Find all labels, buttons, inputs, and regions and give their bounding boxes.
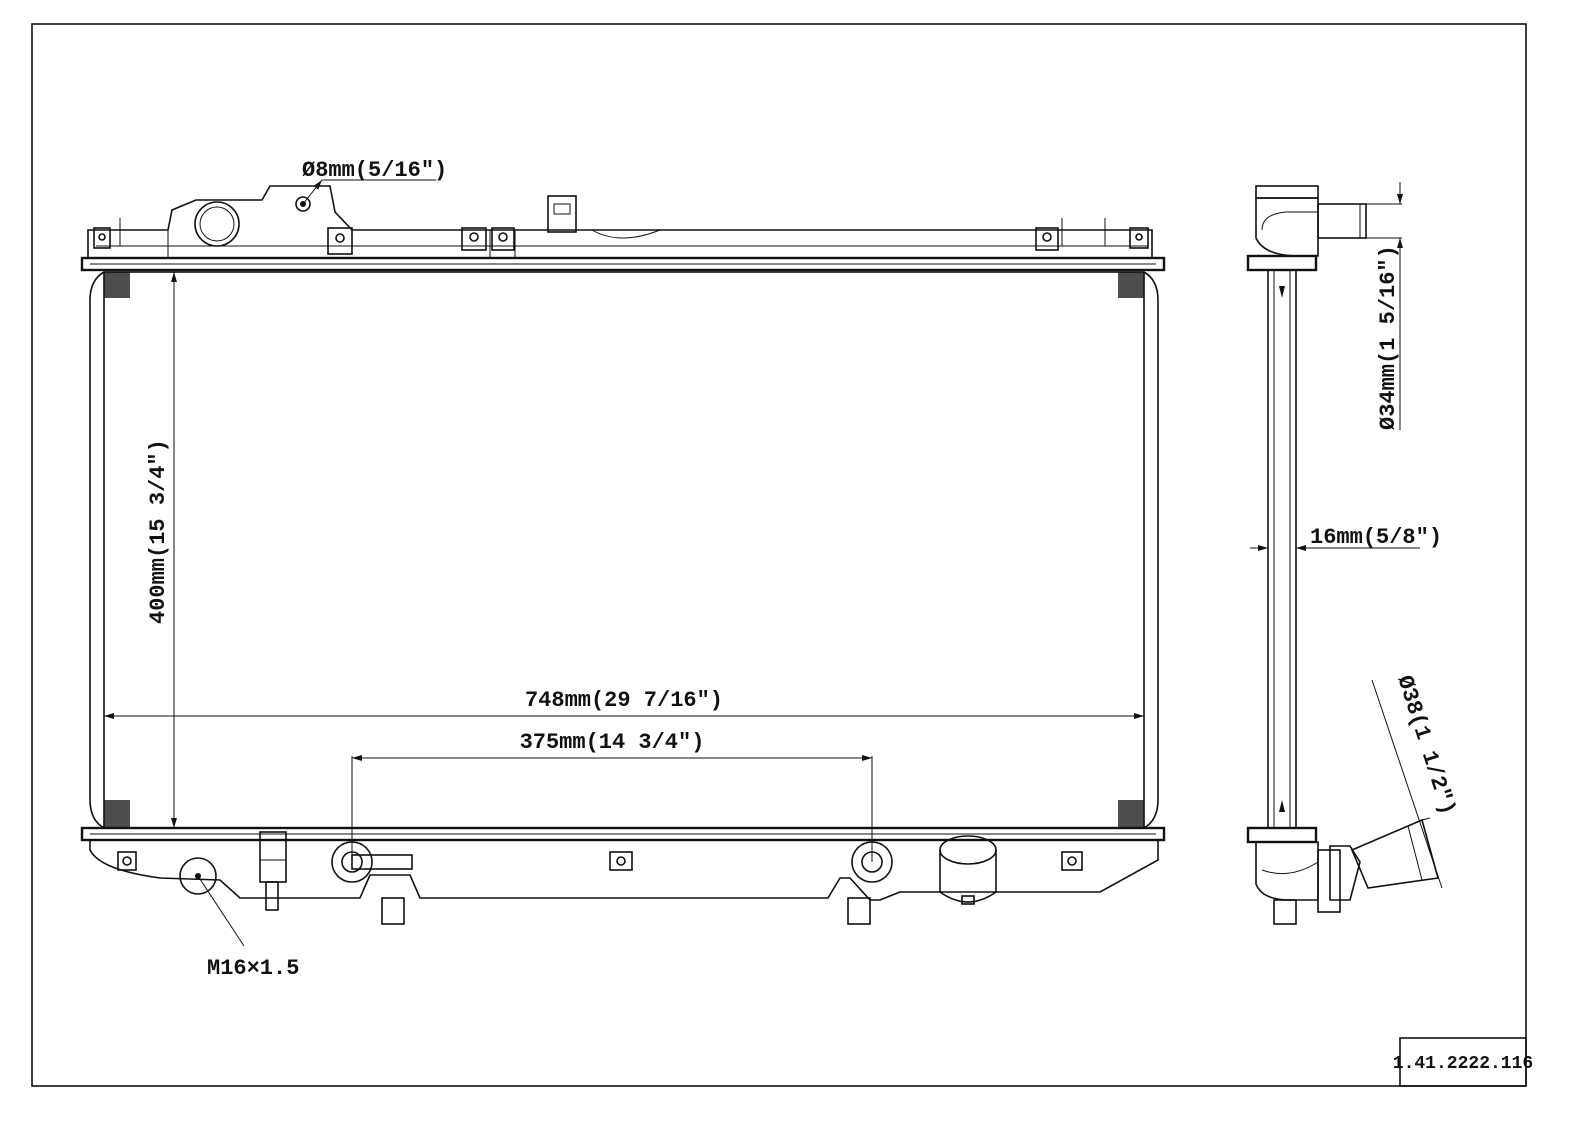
outlet-spout (1350, 818, 1440, 889)
dim-height-label: 400mm(15 3/4") (146, 439, 171, 624)
dim-core-thickness: 16mm(5/8") (1250, 525, 1442, 551)
dim-inlet-diameter: Ø34mm(1 5/16") (1366, 182, 1403, 430)
dim-inlet-diameter-label: Ø34mm(1 5/16") (1376, 245, 1401, 430)
dim-top-fitting-label: Ø8mm(5/16") (302, 158, 447, 183)
top-mount-tabs (93, 227, 1149, 255)
dim-width-label: 748mm(29 7/16") (525, 688, 723, 713)
dim-height: 400mm(15 3/4") (146, 272, 177, 828)
outlet-pipe (939, 835, 997, 905)
top-tank (87, 185, 1153, 259)
dim-core-thickness-label: 16mm(5/8") (1310, 525, 1442, 550)
title-block (1399, 1037, 1527, 1087)
dim-outlet-diameter-label: Ø38(1 1/2") (1391, 672, 1460, 818)
side-view (1246, 185, 1440, 925)
front-view (80, 185, 1166, 925)
bottom-tank (89, 831, 1159, 925)
dim-outlet-spacing-label: 375mm(14 3/4") (520, 730, 705, 755)
fin-hatch (104, 272, 1144, 828)
top-header (80, 256, 1166, 272)
dim-thread: M16×1.5 (197, 875, 299, 981)
dim-thread-label: M16×1.5 (207, 956, 299, 981)
drain-plug (179, 857, 217, 895)
inlet-spout (1317, 203, 1367, 239)
part-number: 1.41.2222.116 (1393, 1054, 1533, 1074)
dim-outlet-spacing: 375mm(14 3/4") (351, 730, 873, 862)
drawing-frame (31, 23, 1527, 1087)
dim-width: 748mm(29 7/16") (104, 688, 1144, 719)
bleed-fitting (295, 196, 311, 212)
core-side (1267, 269, 1297, 829)
dim-top-fitting: Ø8mm(5/16") (302, 158, 447, 205)
filler-neck (194, 201, 240, 247)
